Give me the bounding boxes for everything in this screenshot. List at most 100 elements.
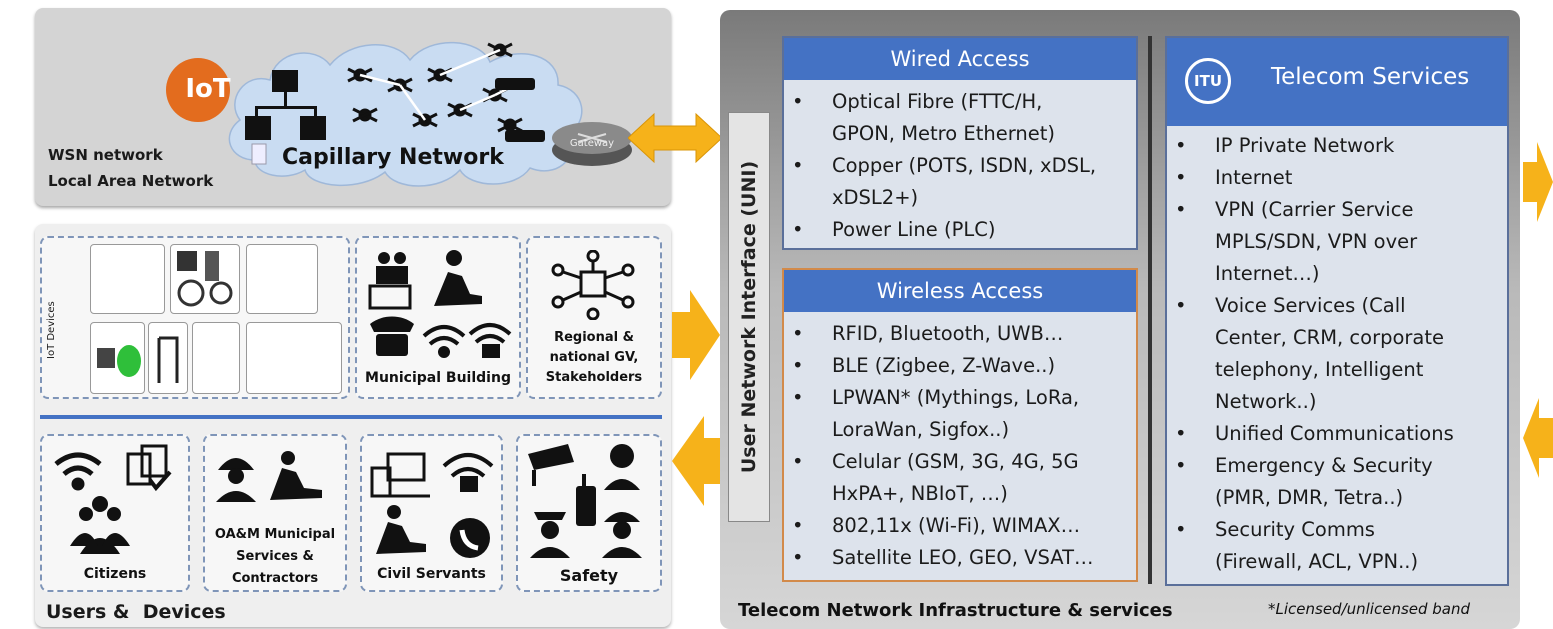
firefighter-icon — [602, 512, 642, 558]
users-devices-title: Users & Devices — [46, 601, 226, 623]
cloud-shape — [228, 41, 583, 187]
gateway-icon — [552, 122, 632, 166]
desk-worker-icon — [270, 451, 322, 500]
municipal-building-text: Municipal Building — [365, 370, 511, 386]
gateway-label: Gateway — [569, 138, 615, 149]
telecom-services-box: ITU Telecom Services IP Private Network … — [1165, 36, 1509, 586]
list-item: Security Comms — [1167, 514, 1507, 546]
municipal-building-icons — [368, 250, 512, 358]
safety-text: Safety — [559, 566, 619, 585]
secure-wifi-icon — [442, 453, 494, 492]
iot-devices-label: IoT Devices — [46, 301, 57, 359]
civil-servants-group — [360, 434, 503, 592]
radio-walkie-icon — [576, 474, 596, 526]
list-item: (PMR, DMR, Tetra..) — [1215, 486, 1404, 509]
list-item: MPLS/SDN, VPN over — [1215, 230, 1418, 253]
list-item: 802,11x (Wi-Fi), WIMAX… — [784, 510, 1136, 542]
telephone-icon — [370, 316, 414, 356]
wired-access-list: Optical Fibre (FTTC/H, GPON, Metro Ether… — [784, 86, 1136, 246]
wireless-access-title: Wireless Access — [784, 270, 1136, 312]
regional-label: Regional & national GV, Stakeholders — [530, 328, 658, 388]
safety-label: Safety — [518, 566, 660, 585]
section-divider — [40, 415, 662, 419]
telecom-services-header: ITU Telecom Services — [1167, 38, 1507, 126]
operator-headset-icon — [604, 444, 640, 490]
iot-label: IoT — [185, 74, 231, 104]
devices-check-icon — [126, 444, 172, 492]
capillary-network-label: Capillary Network — [282, 145, 504, 170]
civil-servants-label: Civil Servants — [362, 566, 501, 582]
waste-bin-icon — [90, 322, 145, 394]
wifi-icon — [422, 325, 466, 358]
worker-helmet-icon — [216, 458, 256, 502]
list-item: Center, CRM, corporate — [1215, 326, 1445, 349]
arrow-left-to-users — [672, 416, 724, 506]
telecom-services-list: IP Private Network Internet VPN (Carrier… — [1167, 130, 1507, 578]
list-item: IP Private Network — [1167, 130, 1507, 162]
arrow-right-out — [1523, 142, 1553, 222]
civil-servants-icons — [370, 452, 494, 558]
local-area-network-label: Local Area Network — [48, 172, 214, 190]
desk-worker-icon — [376, 505, 426, 554]
uni-label: User Network Interface (UNI) — [738, 160, 761, 474]
iot-badge — [166, 58, 230, 122]
infrastructure-label: Telecom Network Infrastructure & service… — [738, 600, 1173, 621]
network-hierarchy-icon — [245, 70, 326, 140]
oam-label: OA&M Municipal Services & Contractors — [205, 524, 345, 590]
list-item: (Firewall, ACL, VPN..) — [1215, 550, 1419, 573]
list-item: Internet — [1167, 162, 1507, 194]
people-group-icon — [70, 496, 130, 554]
itu-logo: ITU — [1185, 58, 1231, 104]
list-item: BLE (Zigbee, Z-Wave..) — [784, 350, 1136, 382]
wired-access-box: Wired Access Optical Fibre (FTTC/H, GPON… — [782, 36, 1138, 250]
list-item: Network..) — [1215, 390, 1317, 413]
water-pipe-icon — [148, 322, 188, 394]
list-item: LoraWan, Sigfox..) — [832, 418, 1010, 441]
wired-access-title: Wired Access — [784, 38, 1136, 80]
licensed-band-note: *Licensed/unlicensed band — [1268, 600, 1471, 618]
uni-bar: User Network Interface (UNI) — [728, 112, 770, 522]
list-item: HxPA+, NBIoT, …) — [832, 482, 1008, 505]
list-item: Voice Services (Call — [1167, 290, 1507, 322]
citizens-text: Citizens — [83, 566, 147, 582]
wsn-network-label: WSN network — [48, 146, 163, 164]
wireless-access-box: Wireless Access RFID, Bluetooth, UWB… BL… — [782, 268, 1138, 582]
list-item: Satellite LEO, GEO, VSAT… — [784, 542, 1136, 574]
hub-network-icon — [551, 250, 635, 320]
multi-device-icon — [370, 452, 430, 498]
wifi-icon — [54, 452, 102, 491]
list-item: Internet…) — [1215, 262, 1320, 285]
sensor-board-icon — [246, 244, 318, 314]
list-item: Emergency & Security — [1167, 450, 1507, 482]
meeting-desk-icon — [368, 252, 412, 310]
desk-worker-icon — [434, 250, 482, 306]
list-item: LPWAN* (Mythings, LoRa, — [784, 382, 1136, 414]
wireless-access-list: RFID, Bluetooth, UWB… BLE (Zigbee, Z-Wav… — [784, 318, 1136, 574]
small-device-icon — [251, 143, 267, 165]
regional-text: Regional & national GV, Stakeholders — [545, 330, 643, 385]
list-item: Celular (GSM, 3G, 4G, 5G — [784, 446, 1136, 478]
telecom-services-title: Telecom Services — [1271, 64, 1470, 90]
list-item: Power Line (PLC) — [784, 214, 1136, 246]
list-item: telephony, Intelligent — [1215, 358, 1424, 381]
list-item: Optical Fibre (FTTC/H, — [784, 86, 1136, 118]
arrow-left-in — [1523, 398, 1553, 478]
oam-text: OA&M Municipal Services & Contractors — [214, 527, 336, 586]
smart-city-panel-icon — [246, 322, 342, 394]
control-panel-icon — [192, 322, 240, 394]
oam-icons — [216, 451, 322, 502]
smart-meter-icon — [90, 244, 165, 314]
vertical-divider — [1148, 36, 1152, 584]
router-icon — [495, 78, 545, 142]
bidirectional-arrow — [628, 112, 722, 164]
arrow-right-to-uni — [672, 290, 720, 380]
secure-wifi-icon — [468, 323, 512, 358]
list-item: xDSL2+) — [832, 186, 919, 209]
civil-servants-text: Civil Servants — [377, 566, 486, 582]
oam-group — [203, 434, 347, 592]
municipal-building-label: Municipal Building — [358, 370, 518, 386]
capillary-network-graphic — [166, 41, 632, 187]
gauges-icon — [170, 244, 240, 314]
list-item: Copper (POTS, ISDN, xDSL, — [784, 150, 1136, 182]
police-officer-icon — [530, 512, 570, 558]
